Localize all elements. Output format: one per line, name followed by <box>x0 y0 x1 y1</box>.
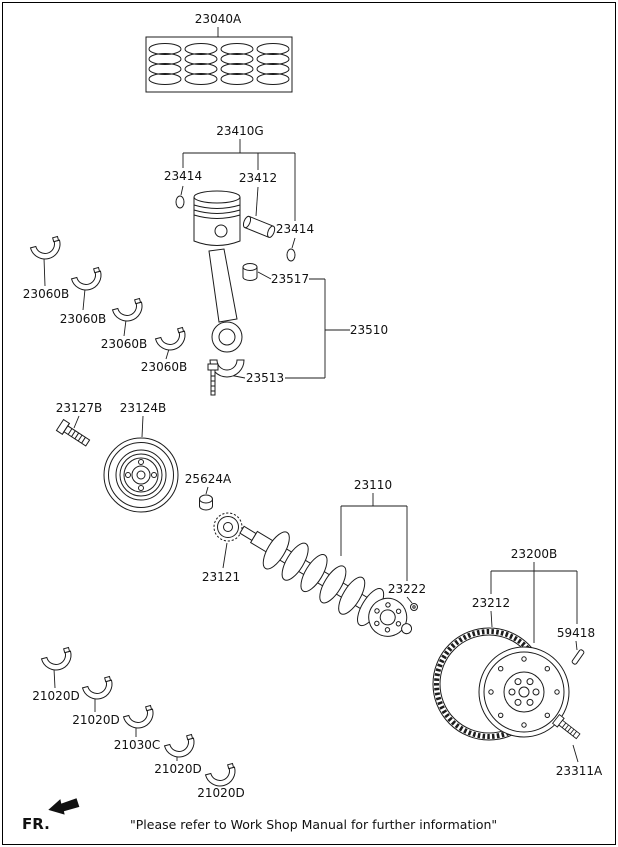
rod-bearing-shell-icon <box>28 235 64 263</box>
connecting-rod-icon <box>208 248 245 378</box>
part-label-crankshaft: 23110 <box>354 478 392 492</box>
rod-bearing-shell-icon <box>110 297 146 325</box>
piston-ring-set-icon <box>145 36 293 93</box>
part-label-flywheel-assembly: 23200B <box>511 547 557 561</box>
rod-cap-icon <box>209 359 245 378</box>
fr-direction-arrow-icon <box>48 798 80 815</box>
part-label-dowel-pin: 59418 <box>557 626 595 640</box>
part-label-main-bearing-1: 21020D <box>32 689 79 703</box>
part-label-friction-wheel: 25624A <box>185 472 232 486</box>
part-label-rod-bushing: 23517 <box>271 272 309 286</box>
rod-bolt-icon <box>207 363 219 396</box>
leader-lines <box>43 27 579 787</box>
flywheel-bolt-icon <box>552 714 582 742</box>
flywheel-icon <box>478 646 570 738</box>
part-label-ring-gear: 23212 <box>472 596 510 610</box>
main-bearing-shell-icon <box>39 646 75 674</box>
part-label-main-bearing-4: 21020D <box>154 762 201 776</box>
part-label-piston-kit: 23410G <box>216 124 263 138</box>
dowel-pin-icon <box>571 649 585 665</box>
part-label-rod-bearing-2: 23060B <box>60 312 106 326</box>
crankshaft-icon <box>239 525 413 637</box>
fr-label: FR. <box>22 815 50 833</box>
part-label-pulley: 23124B <box>120 401 166 415</box>
main-bearing-shell-icon <box>162 733 198 761</box>
part-label-rod-bearing-1: 23060B <box>23 287 69 301</box>
part-label-piston-pin: 23412 <box>239 171 277 185</box>
part-label-snap-ring-left: 23414 <box>164 169 202 183</box>
part-label-ring-set: 23040A <box>195 12 242 26</box>
crank-pulley-icon <box>103 437 179 513</box>
part-label-pulley-bolt: 23127B <box>56 401 102 415</box>
pilot-pin-icon <box>410 603 418 611</box>
pulley-bolt-icon <box>55 419 92 449</box>
crank-sprocket-icon <box>213 512 243 542</box>
piston-pin-icon <box>242 215 276 238</box>
part-label-main-bearing-5: 21020D <box>197 786 244 800</box>
part-label-rod-bearing-4: 23060B <box>141 360 187 374</box>
part-label-rod-bearing-3: 23060B <box>101 337 147 351</box>
piston-icon <box>193 190 241 246</box>
part-label-conrod: 23510 <box>350 323 388 337</box>
part-label-sprocket: 23121 <box>202 570 240 584</box>
main-bearing-shell-icon <box>121 704 157 732</box>
rod-bearing-shell-icon <box>69 266 105 294</box>
snap-ring-icon <box>286 248 296 262</box>
part-label-pilot-pin: 23222 <box>388 582 426 596</box>
rod-bearing-shell-icon <box>153 326 189 354</box>
part-label-snap-ring-right: 23414 <box>276 222 314 236</box>
rod-bushing-icon <box>242 263 258 281</box>
part-label-flywheel-bolt: 23311A <box>556 764 603 778</box>
snap-ring-icon <box>175 195 185 209</box>
part-label-rod-bolt: 23513 <box>246 371 284 385</box>
footer-note: "Please refer to Work Shop Manual for fu… <box>130 817 497 832</box>
part-label-main-bearing-2: 21020D <box>72 713 119 727</box>
part-label-main-bearing-3: 21030C <box>114 738 161 752</box>
friction-wheel-icon <box>199 494 213 511</box>
main-bearing-shell-icon <box>80 675 116 703</box>
